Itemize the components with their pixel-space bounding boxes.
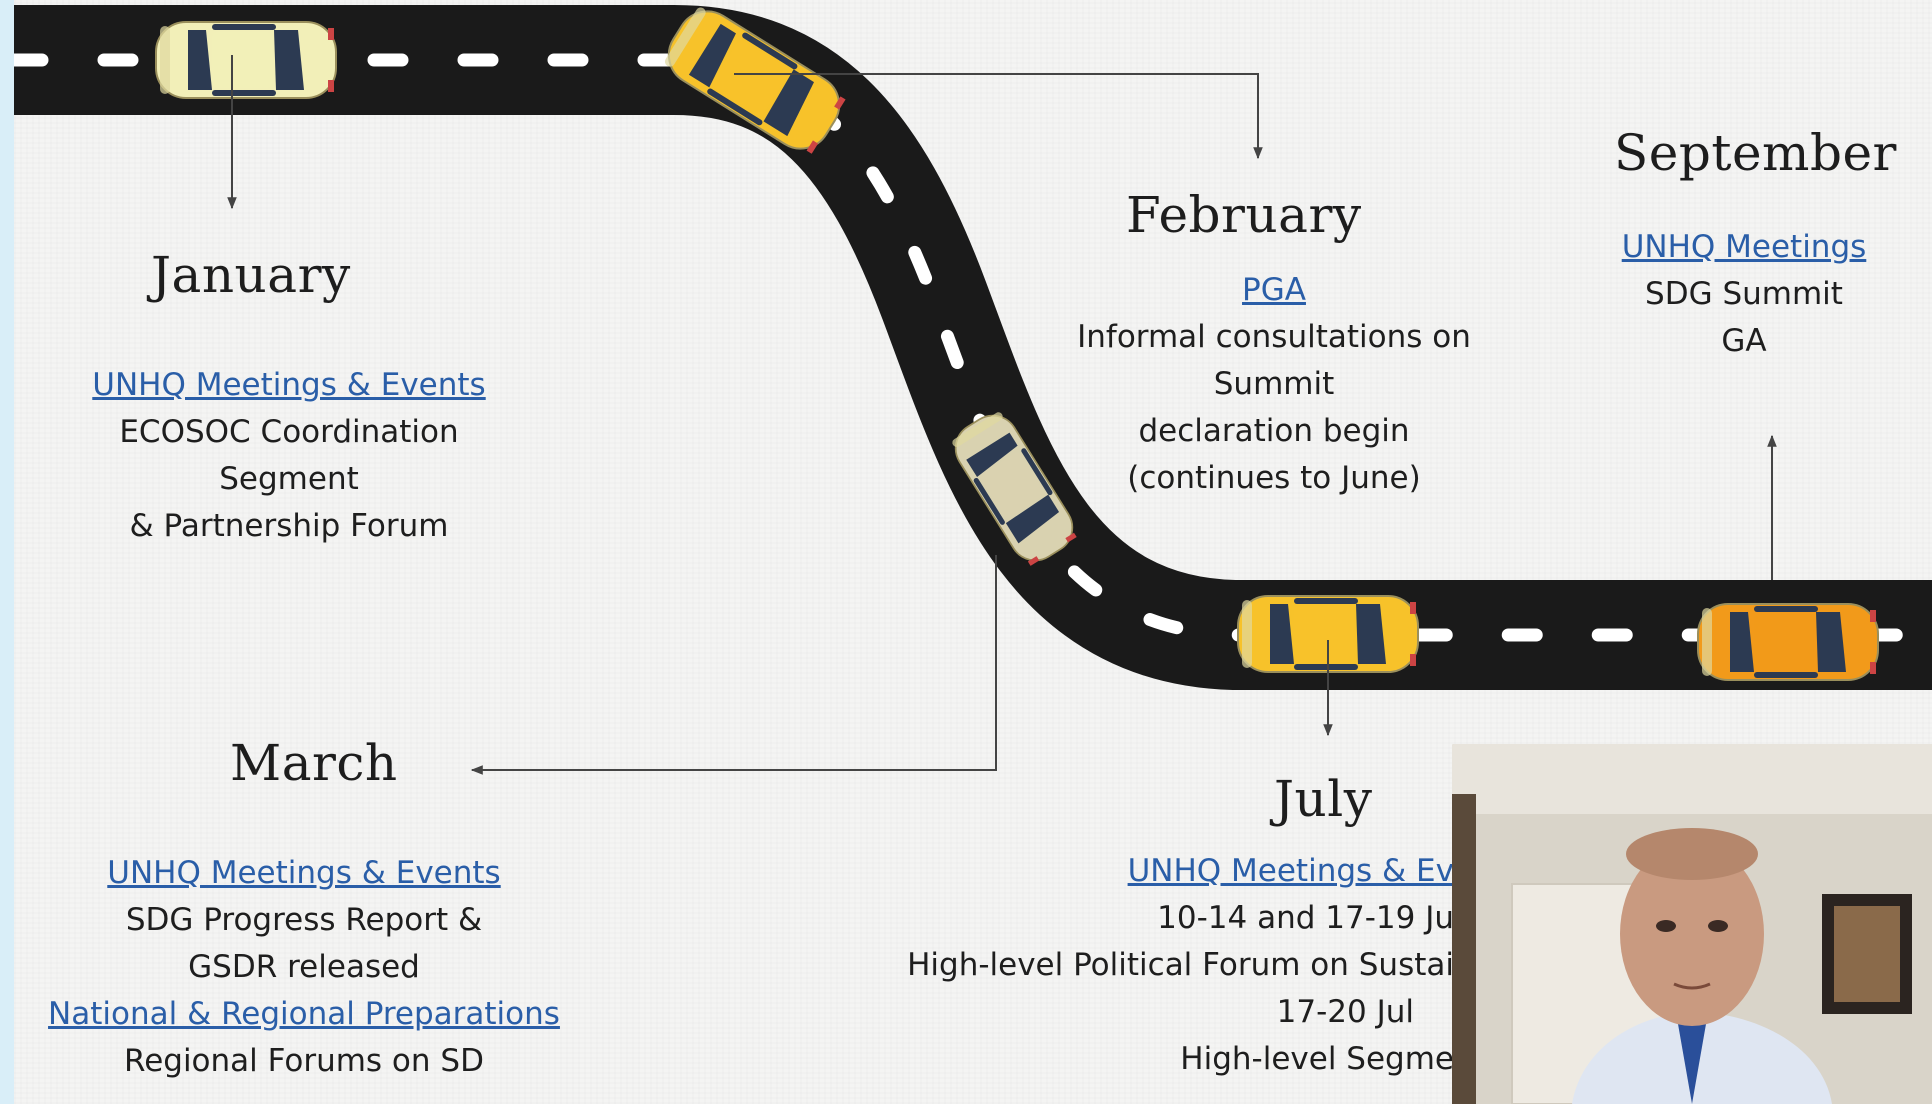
- september-link[interactable]: UNHQ Meetings: [1621, 229, 1867, 265]
- july-line: High-level Political Forum on Sustai: [907, 947, 1454, 983]
- road-diagram: [14, 0, 1932, 775]
- july-line: 17-20 Jul: [1276, 994, 1414, 1030]
- january-link[interactable]: UNHQ Meetings & Events: [92, 367, 486, 403]
- march-line: Regional Forums on SD: [124, 1043, 484, 1079]
- september-line: SDG Summit: [1645, 276, 1843, 312]
- september-block: UNHQ Meetings SDG Summit GA: [1584, 224, 1904, 365]
- month-february: February: [1126, 186, 1362, 244]
- february-line: Summit: [1213, 366, 1335, 402]
- month-september: September: [1614, 124, 1897, 182]
- july-line: High-level Segme: [1180, 1041, 1454, 1077]
- january-line: Segment: [219, 461, 359, 497]
- july-link[interactable]: UNHQ Meetings & Ev: [1127, 853, 1454, 889]
- july-line: 10-14 and 17-19 Ju: [1157, 900, 1454, 936]
- arrow-icon: [470, 555, 997, 775]
- february-link[interactable]: PGA: [1242, 272, 1306, 308]
- february-line: Informal consultations on: [1077, 319, 1471, 355]
- march-link-national[interactable]: National & Regional Preparations: [48, 996, 560, 1032]
- july-block: UNHQ Meetings & Ev 10-14 and 17-19 Ju Hi…: [844, 848, 1454, 1083]
- timeline-slide: January UNHQ Meetings & Events ECOSOC Co…: [14, 0, 1932, 1104]
- september-line: GA: [1721, 323, 1767, 359]
- arrow-icon: [734, 73, 1263, 160]
- march-link-unhq[interactable]: UNHQ Meetings & Events: [107, 855, 501, 891]
- march-block: UNHQ Meetings & Events SDG Progress Repo…: [14, 850, 594, 1085]
- car-icon: [155, 21, 337, 99]
- webcam-person: [1452, 744, 1932, 1104]
- february-line: (continues to June): [1127, 460, 1421, 496]
- left-edge-strip: [0, 0, 14, 1104]
- february-line: declaration begin: [1138, 413, 1410, 449]
- january-block: UNHQ Meetings & Events ECOSOC Coordinati…: [64, 362, 514, 550]
- car-icon: [1697, 603, 1879, 681]
- month-january: January: [151, 246, 351, 304]
- march-line: SDG Progress Report &: [125, 902, 483, 938]
- january-line: & Partnership Forum: [129, 508, 449, 544]
- month-march: March: [230, 734, 398, 792]
- january-line: ECOSOC Coordination: [119, 414, 459, 450]
- webcam-overlay[interactable]: [1452, 744, 1932, 1104]
- february-block: PGA Informal consultations on Summit dec…: [1034, 267, 1514, 502]
- march-line: GSDR released: [188, 949, 420, 985]
- month-july: July: [1274, 770, 1373, 828]
